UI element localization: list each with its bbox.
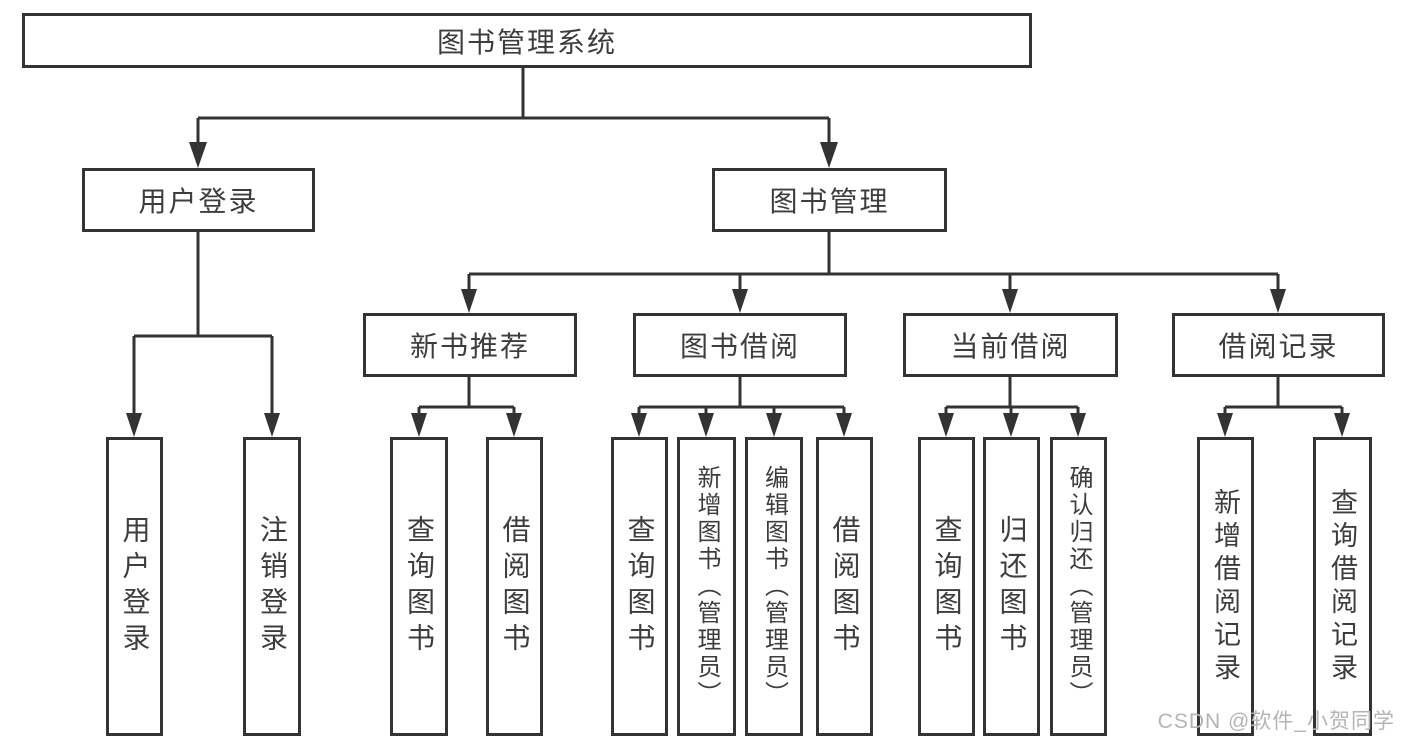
leaf-query-books: 查询图书	[611, 437, 668, 736]
arrowhead	[1334, 413, 1350, 437]
connector-stems	[132, 68, 1344, 415]
arrowhead	[938, 413, 954, 437]
leaf-borrow-books: 借阅图书	[486, 437, 543, 736]
leaf-edit-books-admin: 编辑图书（管理员）	[745, 437, 803, 736]
node-book-management: 图书管理	[712, 168, 947, 232]
arrowhead	[1070, 413, 1086, 437]
node-label: 编辑图书（管理员）	[760, 465, 788, 708]
node-label: 借阅图书	[829, 514, 861, 659]
leaf-add-borrow-record: 新增借阅记录	[1197, 437, 1254, 736]
arrowhead	[1003, 413, 1019, 437]
arrowhead	[411, 413, 427, 437]
leaf-query-borrow-record: 查询借阅记录	[1313, 437, 1372, 736]
arrowhead	[836, 413, 852, 437]
node-label: 新增借阅记录	[1210, 487, 1240, 686]
leaf-confirm-return-admin: 确认归还（管理员）	[1050, 437, 1107, 736]
connector-root	[196, 68, 831, 145]
node-root-system: 图书管理系统	[22, 13, 1032, 68]
leaf-query-books: 查询图书	[918, 437, 975, 736]
node-label: 查询图书	[931, 514, 963, 659]
node-borrow-record: 借阅记录	[1172, 313, 1385, 377]
node-new-book-recommend: 新书推荐	[363, 313, 577, 377]
arrowhead	[766, 413, 782, 437]
node-label: 用户登录	[138, 186, 259, 217]
node-label: 新增图书（管理员）	[693, 465, 720, 708]
connector-book-mgmt	[467, 232, 1280, 291]
node-label: 图书管理系统	[436, 26, 617, 58]
node-label: 当前借阅	[950, 331, 1071, 362]
node-label: 图书管理	[769, 186, 890, 217]
arrowhead	[264, 413, 280, 437]
arrowhead	[189, 142, 207, 168]
arrowhead	[506, 413, 522, 437]
leaf-query-books: 查询图书	[390, 437, 448, 736]
connector-borrow-record	[1223, 377, 1344, 415]
connector-user-login	[132, 232, 274, 414]
arrowhead	[1002, 289, 1018, 313]
leaf-return-books: 归还图书	[983, 437, 1040, 736]
arrowhead	[461, 289, 477, 313]
connector-book-borrow	[637, 377, 846, 415]
node-label: 归还图书	[996, 514, 1028, 659]
node-book-borrow: 图书借阅	[633, 313, 847, 377]
node-label: 图书借阅	[679, 331, 800, 362]
arrowhead	[1270, 289, 1286, 313]
arrowhead	[126, 413, 142, 437]
node-label: 查询图书	[404, 514, 435, 659]
arrowhead	[732, 289, 748, 313]
node-label: 查询借阅记录	[1327, 487, 1357, 686]
node-user-login: 用户登录	[82, 168, 315, 232]
arrowhead	[631, 413, 647, 437]
arrowheads	[126, 142, 1350, 437]
arrowhead	[698, 413, 714, 437]
node-label: 借阅记录	[1218, 331, 1339, 362]
leaf-user-login: 用户登录	[106, 437, 163, 736]
csdn-watermark: CSDN @软件_小贺同学	[1157, 710, 1395, 733]
node-label: 查询图书	[624, 514, 656, 659]
node-current-borrow: 当前借阅	[903, 313, 1118, 377]
node-label: 新书推荐	[409, 331, 530, 362]
arrowhead	[1217, 413, 1233, 437]
leaf-logout: 注销登录	[243, 437, 301, 736]
node-label: 借阅图书	[499, 514, 531, 659]
node-label: 注销登录	[257, 514, 288, 659]
arrowhead	[820, 142, 838, 168]
leaf-add-books-admin: 新增图书（管理员）	[677, 437, 736, 736]
connector-new-book-rec	[417, 377, 516, 415]
connector-current-borrow	[944, 377, 1080, 415]
leaf-borrow-books: 借阅图书	[816, 437, 873, 736]
node-label: 用户登录	[119, 514, 151, 659]
node-label: 确认归还（管理员）	[1065, 465, 1092, 708]
